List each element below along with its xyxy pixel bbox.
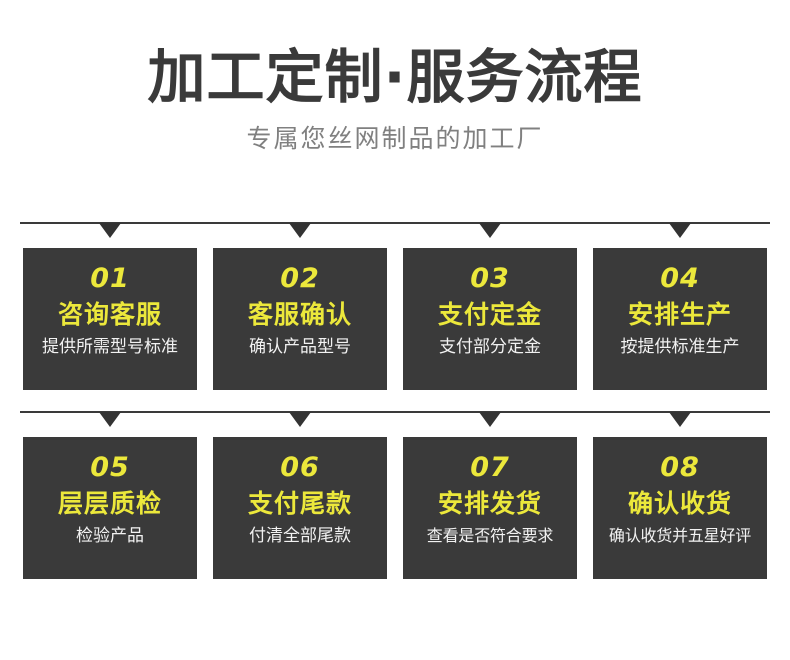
- page-subtitle: 专属您丝网制品的加工厂: [246, 124, 544, 153]
- process-step-card: 03 支付定金 支付部分定金: [403, 248, 577, 390]
- step-description: 检验产品: [76, 526, 144, 546]
- step-title: 层层质检: [57, 489, 162, 518]
- step-title: 客服确认: [247, 300, 352, 329]
- step-number: 04: [660, 263, 700, 294]
- step-title: 支付定金: [437, 300, 542, 329]
- process-step-card: 01 咨询客服 提供所需型号标准: [23, 248, 197, 390]
- down-triangle-icon: [289, 223, 311, 238]
- down-triangle-icon: [289, 412, 311, 427]
- row-1-rule: [0, 212, 790, 248]
- down-triangle-icon: [669, 223, 691, 238]
- process-row-1: 01 咨询客服 提供所需型号标准 02 客服确认 确认产品型号 03 支付定金 …: [0, 212, 790, 390]
- step-description: 付清全部尾款: [249, 526, 351, 546]
- down-triangle-icon: [99, 223, 121, 238]
- step-number: 08: [660, 452, 700, 483]
- step-description: 确认产品型号: [249, 337, 351, 357]
- horizontal-rule: [20, 222, 770, 224]
- step-title: 安排发货: [437, 489, 542, 518]
- down-triangle-icon: [479, 223, 501, 238]
- process-row-2: 05 层层质检 检验产品 06 支付尾款 付清全部尾款 07 安排发货 查看是否…: [0, 401, 790, 579]
- step-description: 查看是否符合要求: [426, 526, 554, 545]
- process-step-card: 05 层层质检 检验产品: [23, 437, 197, 579]
- step-title: 支付尾款: [247, 489, 352, 518]
- step-number: 02: [280, 263, 320, 294]
- step-description: 支付部分定金: [439, 337, 541, 357]
- down-triangle-icon: [479, 412, 501, 427]
- process-step-card: 04 安排生产 按提供标准生产: [593, 248, 767, 390]
- step-title: 安排生产: [627, 300, 732, 329]
- step-description: 确认收货并五星好评: [608, 526, 752, 545]
- step-description: 提供所需型号标准: [42, 337, 178, 357]
- step-title: 咨询客服: [57, 300, 162, 329]
- step-number: 03: [470, 263, 510, 294]
- process-step-card: 08 确认收货 确认收货并五星好评: [593, 437, 767, 579]
- down-triangle-icon: [669, 412, 691, 427]
- row-2-cards: 05 层层质检 检验产品 06 支付尾款 付清全部尾款 07 安排发货 查看是否…: [23, 437, 768, 579]
- horizontal-rule: [20, 411, 770, 413]
- step-number: 01: [90, 263, 130, 294]
- process-step-card: 02 客服确认 确认产品型号: [213, 248, 387, 390]
- step-description: 按提供标准生产: [620, 337, 740, 357]
- page-header: 加工定制·服务流程 专属您丝网制品的加工厂: [0, 0, 790, 154]
- page-title: 加工定制·服务流程: [147, 43, 643, 111]
- down-triangle-icon: [99, 412, 121, 427]
- step-number: 06: [280, 452, 320, 483]
- step-number: 07: [470, 452, 510, 483]
- process-step-card: 06 支付尾款 付清全部尾款: [213, 437, 387, 579]
- step-number: 05: [90, 452, 130, 483]
- step-title: 确认收货: [627, 489, 732, 518]
- row-1-cards: 01 咨询客服 提供所需型号标准 02 客服确认 确认产品型号 03 支付定金 …: [23, 248, 768, 390]
- process-step-card: 07 安排发货 查看是否符合要求: [403, 437, 577, 579]
- row-2-rule: [0, 401, 790, 437]
